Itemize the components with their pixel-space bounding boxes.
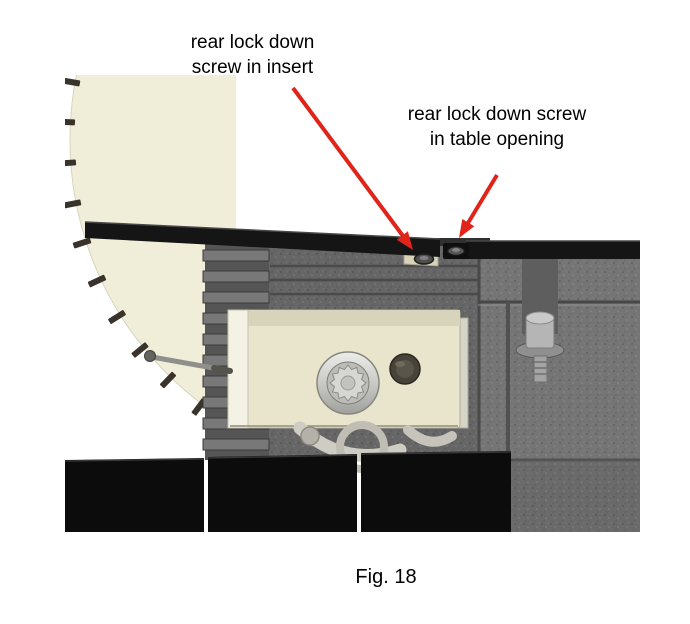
label-insert-screw-line1: rear lock down <box>190 32 315 53</box>
flange-bolt <box>316 351 380 415</box>
label-table-opening-screw-line2: in table opening <box>429 129 565 150</box>
cabinet-panel <box>208 454 357 532</box>
cabinet-panels <box>65 451 512 532</box>
table-opening-lock-down-screw <box>446 245 466 257</box>
lock-down-stud <box>515 252 565 383</box>
table-top-right <box>466 241 640 259</box>
saw-blade <box>65 75 236 427</box>
label-table-opening-screw-line1: rear lock down screw <box>407 104 587 125</box>
alignment-pin <box>144 350 233 374</box>
figure-caption: Fig. 18 <box>355 566 417 588</box>
label-insert-screw: rear lock down screw in insert <box>160 30 345 80</box>
table-opening-screw-arrow-icon <box>459 173 499 238</box>
insert-screw-arrow-icon <box>291 86 413 250</box>
saw-blade-teeth <box>65 77 207 416</box>
label-table-opening-screw: rear lock down screw in table opening <box>382 102 612 152</box>
saw-blade-body <box>69 75 236 427</box>
label-insert-screw-line2: screw in insert <box>191 57 314 78</box>
pivot-knob <box>389 353 421 385</box>
table-top-left <box>85 222 440 257</box>
cabinet-panel <box>65 458 204 532</box>
insert-lock-down-screw <box>413 253 435 265</box>
cabinet-panel <box>361 451 511 532</box>
annotation-arrows <box>291 86 499 250</box>
table-top <box>84 221 640 259</box>
